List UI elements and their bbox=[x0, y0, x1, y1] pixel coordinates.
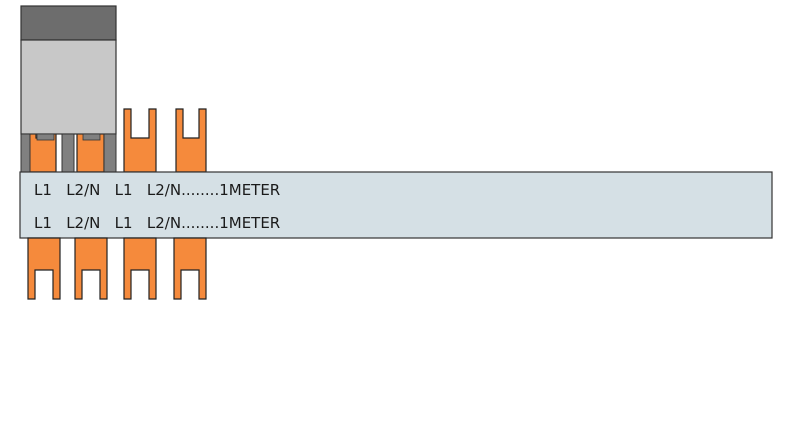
breaker-terminal bbox=[36, 133, 55, 141]
breaker-terminal bbox=[82, 133, 101, 141]
fork-pin-up-icon bbox=[123, 108, 157, 173]
lower-pins bbox=[27, 237, 207, 300]
busbar-label-row-1: L1 L2/N L1 L2/N........1METER bbox=[34, 181, 280, 199]
fork-pin-down-icon bbox=[123, 237, 157, 300]
breaker-foot-right bbox=[103, 133, 117, 173]
fork-pin-down-icon bbox=[27, 237, 61, 300]
busbar-label-row-2: L1 L2/N L1 L2/N........1METER bbox=[34, 214, 280, 232]
fork-pin-down-icon bbox=[74, 237, 108, 300]
breaker-foot-mid bbox=[61, 133, 75, 173]
fork-pin-down-icon bbox=[173, 237, 207, 300]
breaker-body bbox=[20, 39, 117, 135]
circuit-breaker-icon bbox=[20, 5, 117, 173]
busbar-rail bbox=[19, 171, 773, 239]
fork-pin-up-icon bbox=[175, 108, 207, 173]
breaker-top bbox=[20, 5, 117, 41]
breaker-foot-left bbox=[20, 133, 31, 173]
